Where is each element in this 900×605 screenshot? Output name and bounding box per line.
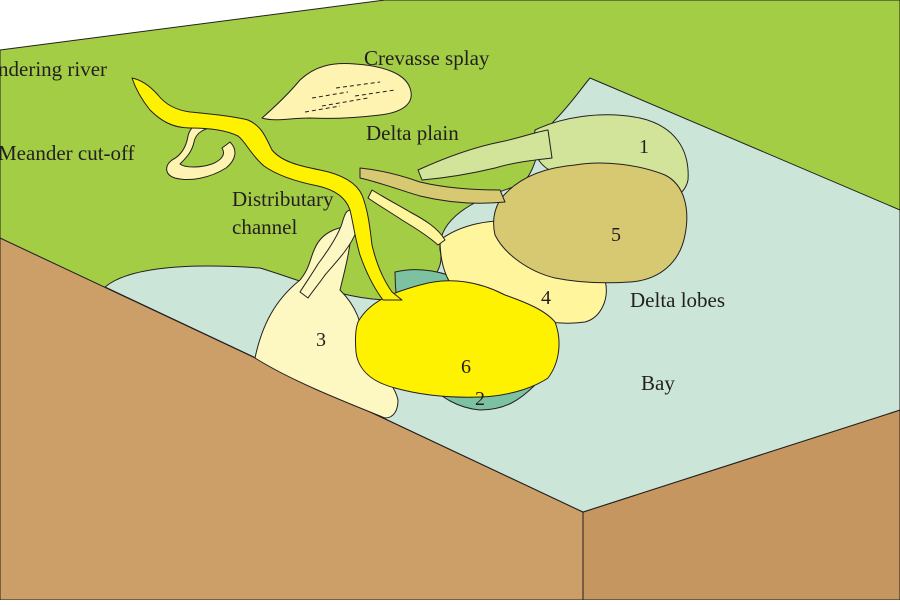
lobe-number-2: 2 <box>475 388 485 410</box>
meander-cutoff-loop <box>166 117 236 181</box>
lobe-number-1: 1 <box>639 136 649 158</box>
crevasse-splay-label: Crevasse splay <box>364 46 490 70</box>
distributary-label-line1: Distributary <box>232 187 334 211</box>
splay-dashes <box>304 81 396 113</box>
distributary-channel-lobe1 <box>417 129 553 181</box>
distributary-label-line2: channel <box>232 215 297 239</box>
delta-lobe-3 <box>254 226 399 419</box>
lobe-number-6: 6 <box>461 356 471 378</box>
delta-plain-label: Delta plain <box>366 121 459 145</box>
delta-lobe-5 <box>493 162 688 284</box>
lobe-number-5: 5 <box>611 224 621 246</box>
lobe-number-3: 3 <box>316 329 326 351</box>
meandering-river-label: ndering river <box>0 57 107 81</box>
distributary-channel-lobe4 <box>367 189 446 246</box>
distributary-channel-lobe5 <box>359 167 506 204</box>
delta-lobe-6 <box>354 280 560 398</box>
delta-lobes-label: Delta lobes <box>630 288 725 312</box>
crevasse-splay <box>261 63 412 121</box>
meander-cutoff-label: Meander cut-off <box>0 141 135 165</box>
main-river-channel <box>131 77 403 301</box>
bay-label: Bay <box>641 371 675 395</box>
lobe-number-4: 4 <box>541 287 551 309</box>
